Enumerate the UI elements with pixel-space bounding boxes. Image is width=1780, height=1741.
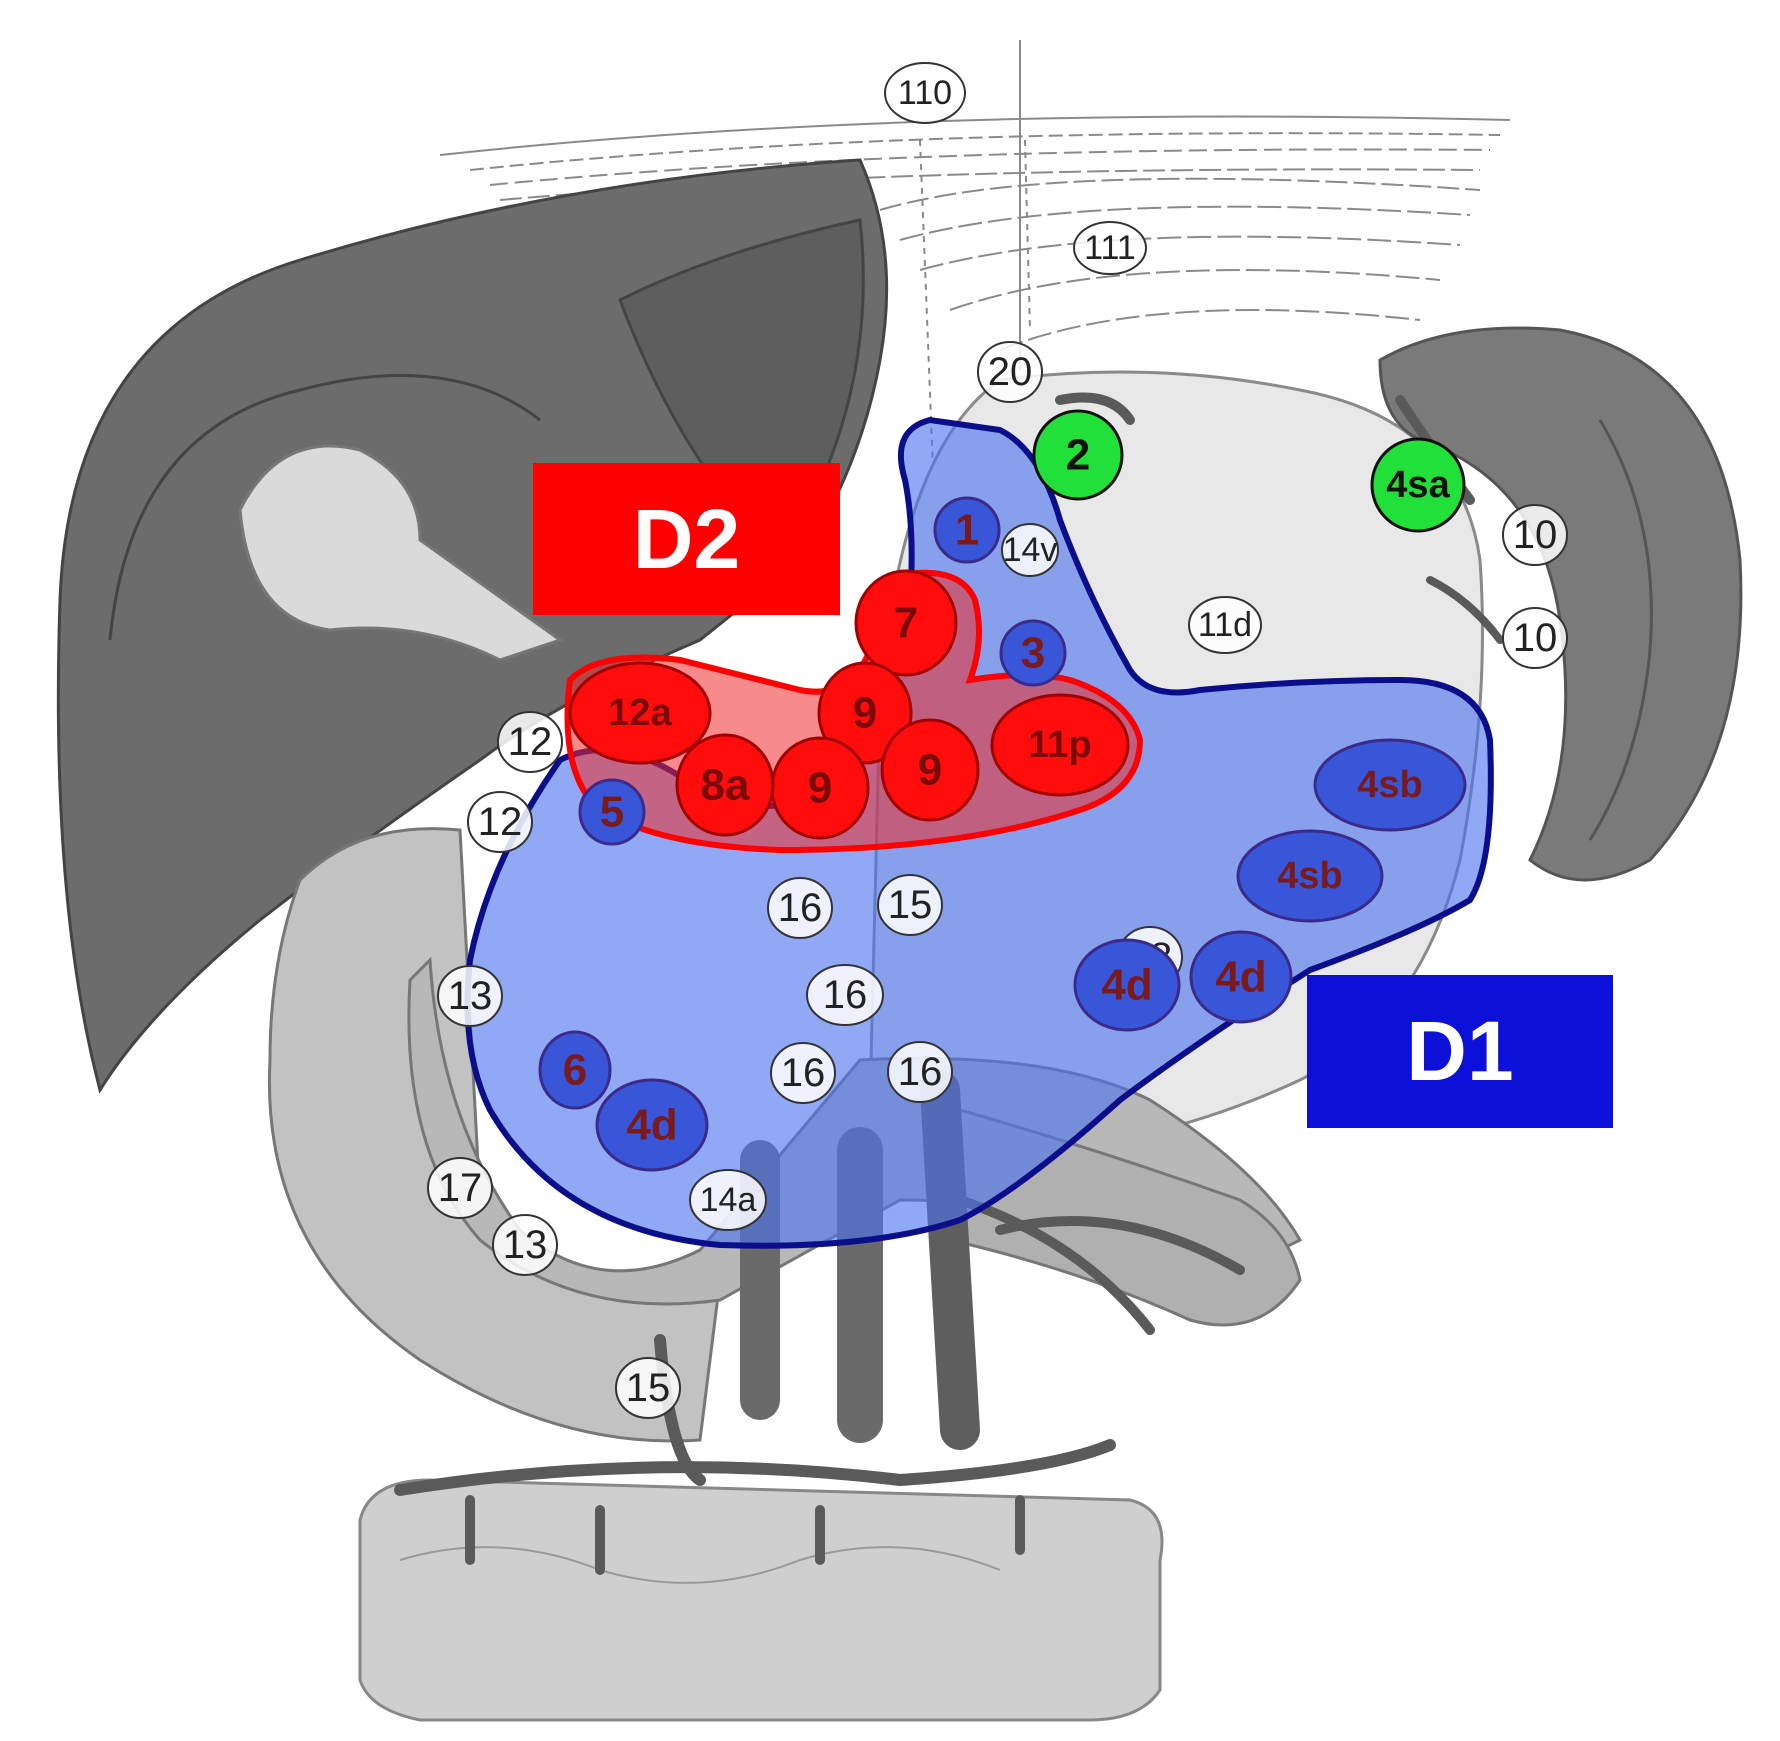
white-node-16: 16 (770, 1042, 836, 1104)
white-node-13: 13 (492, 1214, 558, 1276)
red-node-11p: 11p (990, 693, 1130, 797)
white-node-16: 16 (806, 964, 884, 1026)
white-node-label: 12 (478, 800, 523, 844)
blue-node-label: 3 (1021, 629, 1045, 678)
red-node-7: 7 (854, 569, 958, 677)
white-node-label: 16 (778, 886, 823, 930)
spleen (1378, 326, 1743, 882)
red-node-12a: 12a (568, 661, 712, 765)
white-node-label: 11d (1198, 606, 1252, 644)
blue-node-label: 4d (1215, 953, 1266, 1002)
green-node-4sa: 4sa (1370, 437, 1466, 533)
white-node-13: 13 (437, 965, 503, 1027)
red-node-9: 9 (817, 661, 913, 765)
blue-node-3: 3 (999, 619, 1067, 687)
red-node-label: 7 (894, 599, 918, 648)
nodes-layer: 11011120101011d1212181317131515161616161… (427, 62, 1568, 1419)
blue-node-4d: 4d (595, 1078, 709, 1172)
red-node-8a: 8a (675, 733, 775, 837)
white-node-14v: 14v (1001, 523, 1059, 577)
blue-node-label: 5 (600, 788, 624, 837)
blue-node-label: 4d (626, 1101, 677, 1150)
white-node-10: 10 (1502, 504, 1568, 566)
blue-node-5: 5 (578, 778, 646, 846)
white-node-20: 20 (977, 341, 1043, 403)
red-node-label: 9 (853, 689, 877, 738)
white-node-110: 110 (884, 62, 966, 124)
red-node-label: 12a (608, 692, 672, 734)
white-node-label: 10 (1513, 513, 1558, 557)
blue-node-4sb: 4sb (1313, 738, 1467, 832)
white-node-label: 20 (988, 350, 1033, 394)
white-node-label: 110 (898, 74, 952, 112)
d1-zone-label: D1 (1307, 975, 1613, 1128)
blue-node-label: 1 (955, 506, 979, 555)
transverse-colon (358, 1478, 1164, 1722)
white-node-15: 15 (615, 1357, 681, 1419)
white-node-label: 16 (823, 973, 868, 1017)
green-node-label: 4sa (1386, 464, 1450, 506)
blue-node-label: 4sb (1357, 764, 1422, 806)
white-node-label: 16 (781, 1051, 826, 1095)
red-node-label: 8a (701, 761, 750, 810)
white-node-111: 111 (1073, 221, 1147, 275)
white-node-17: 17 (427, 1157, 493, 1219)
red-node-9: 9 (880, 718, 980, 822)
white-node-label: 111 (1084, 229, 1136, 267)
white-node-label: 17 (438, 1166, 483, 1210)
white-node-label: 14v (1003, 531, 1058, 569)
blue-node-4d: 4d (1073, 938, 1181, 1032)
white-node-label: 12 (508, 720, 553, 764)
white-node-label: 15 (888, 883, 933, 927)
white-node-11d: 11d (1188, 596, 1262, 654)
blue-node-1: 1 (933, 496, 1001, 564)
green-node-label: 2 (1066, 431, 1090, 480)
white-node-14a: 14a (689, 1169, 767, 1231)
red-node-9: 9 (770, 736, 870, 840)
white-node-12: 12 (467, 791, 533, 853)
blue-node-6: 6 (538, 1030, 612, 1110)
blue-node-4d: 4d (1189, 930, 1293, 1024)
white-node-label: 14a (700, 1181, 757, 1219)
red-node-label: 9 (918, 746, 942, 795)
white-node-label: 10 (1513, 616, 1558, 660)
white-node-16: 16 (767, 877, 833, 939)
white-node-16: 16 (887, 1041, 953, 1103)
d2-zone-label: D2 (533, 463, 840, 615)
blue-node-label: 4sb (1277, 855, 1342, 897)
gallbladder (238, 444, 564, 662)
white-node-12: 12 (497, 711, 563, 773)
blue-node-label: 6 (563, 1046, 587, 1095)
white-node-label: 16 (898, 1050, 943, 1094)
white-node-10: 10 (1502, 607, 1568, 669)
green-node-2: 2 (1032, 409, 1124, 501)
red-node-label: 11p (1028, 724, 1091, 766)
red-node-label: 9 (808, 764, 832, 813)
blue-node-label: 4d (1101, 961, 1152, 1010)
white-node-label: 15 (626, 1366, 671, 1410)
white-node-label: 13 (448, 974, 493, 1018)
white-node-label: 13 (503, 1223, 548, 1267)
blue-node-4sb: 4sb (1236, 829, 1384, 923)
white-node-15: 15 (877, 874, 943, 936)
